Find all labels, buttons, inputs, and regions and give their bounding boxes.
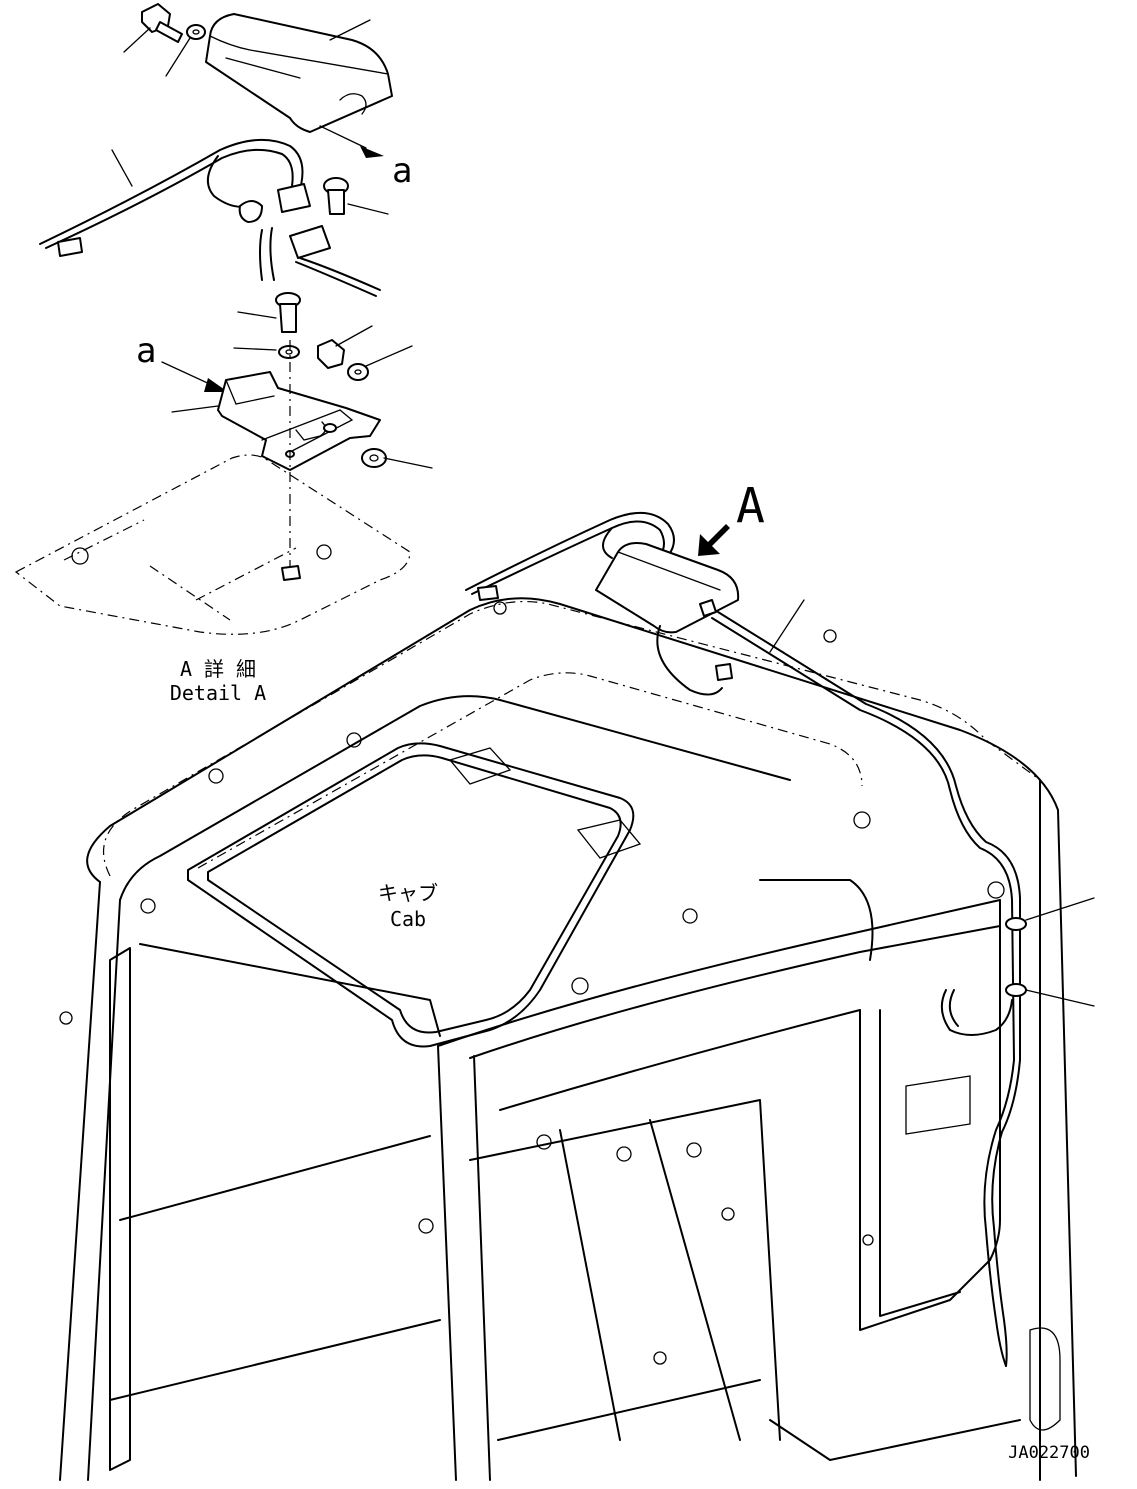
- frame-fasteners: [59, 601, 1061, 1431]
- antenna-bracket: [171, 371, 381, 471]
- top-bolt: [123, 3, 183, 53]
- cab-frame: [59, 597, 1077, 1481]
- detail-title-en: Detail A: [170, 681, 266, 705]
- antenna-cover: [205, 13, 393, 158]
- cab-label-en: Cab: [390, 907, 426, 931]
- drawing-number: JA022700: [1008, 1443, 1090, 1463]
- bracket-nut: [317, 325, 373, 369]
- detail-title-jp: A 詳 細: [180, 657, 256, 681]
- bracket-washer: [233, 345, 300, 359]
- rubber-grommet: [361, 448, 433, 469]
- cab-label-jp: キャブ: [378, 881, 438, 905]
- detail-a-group: a: [14, 3, 433, 705]
- detail-letter-top: a: [392, 151, 412, 191]
- view-arrow-a: A: [698, 478, 765, 556]
- bracket-bolt: [237, 292, 301, 333]
- detail-letter-bracket: a: [136, 331, 156, 371]
- cable-screw: [323, 177, 389, 215]
- antenna-cable: [39, 138, 381, 297]
- view-marker-a: A: [736, 478, 765, 534]
- antenna-cable-route: [711, 599, 1095, 1367]
- roof-antenna: [465, 511, 740, 696]
- cab-roof-outline: [102, 600, 1041, 877]
- detail-roof-plate: [14, 454, 411, 635]
- cab-main-view: A キャブ Cab: [59, 478, 1095, 1481]
- bracket-washer-2: [347, 345, 413, 381]
- top-washer: [165, 24, 206, 77]
